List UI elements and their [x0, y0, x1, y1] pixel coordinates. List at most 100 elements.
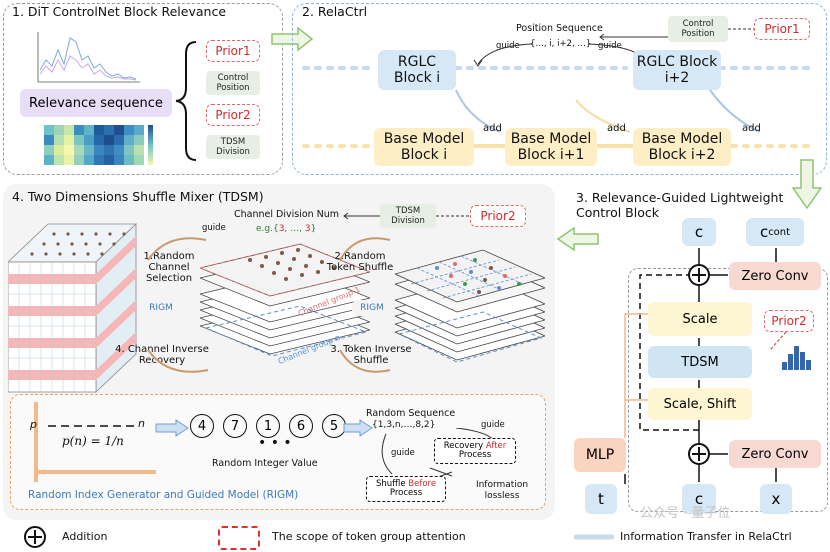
add-arrows [455, 89, 761, 133]
shuffle-before-box: Shuffle Before Process [366, 476, 446, 502]
panel3-title: 3. Relevance-Guided Lightweight Control … [576, 190, 784, 220]
tdsm-division-tag: TDSM Division [206, 135, 260, 159]
prior1-box: Prior1 [754, 18, 810, 40]
add-label-2: add [607, 123, 626, 134]
recovery-after-red: After [485, 441, 507, 451]
panel-relactrl [292, 3, 827, 175]
prior2-tdsm-box: Prior2 [470, 205, 526, 227]
c-input: c [682, 484, 716, 514]
arrow-panel3-to-4 [556, 226, 599, 252]
rigm-label-left: RIGM [141, 300, 181, 316]
step1-label: 1.Random Channel Selection [143, 251, 195, 284]
position-sequence-value: {…, i, i+2, …} [530, 39, 592, 49]
eg-prefix: e.g.{ [256, 224, 279, 234]
recovery-after-line2: Process [458, 450, 492, 460]
control-position-box: Control Position [668, 16, 728, 42]
guide-label-tdsm: guide [202, 223, 226, 233]
tdsm-box: TDSM [648, 346, 752, 378]
rigm-arrow-2 [343, 419, 373, 437]
token-shuffled-stack [395, 249, 545, 363]
channel-division-num: Channel Division Num [234, 209, 340, 220]
random-integers: 4 7 1 6 5 [190, 414, 346, 440]
relevance-sequence-box: Relevance sequence [20, 89, 172, 117]
tdsm-top-arrows [343, 212, 470, 220]
add-label-3: add [742, 123, 761, 134]
recovery-after-box: Recovery After Process [434, 438, 516, 464]
step4-label: 4. Channel Inverse Recovery [115, 344, 209, 366]
mlp-box: MLP [574, 438, 626, 472]
rglc-inner-frame [628, 268, 828, 512]
rigm-n: n [138, 417, 145, 430]
c-cont-label: c [759, 223, 769, 241]
c-cont-sub: cont [768, 226, 791, 238]
shuffle-before-line2: Process [389, 488, 423, 498]
x-input-label: x [771, 490, 781, 508]
random-sequence-label: Random Sequence [366, 408, 456, 419]
rigm-p: p [30, 418, 37, 431]
prior1-connector [728, 28, 754, 30]
c-output-label: c [694, 223, 704, 241]
prior2-tag: Prior2 [206, 104, 260, 126]
base-block-i: Base Model Block i [374, 128, 474, 166]
position-sequence-label: Position Sequence [516, 23, 603, 34]
scope-legend-icon [218, 526, 260, 550]
prior1-tag: Prior1 [206, 40, 260, 62]
panel1-title: 1. DiT ControlNet Block Relevance [12, 4, 227, 19]
shuffle-before-line1: Shuffle Before [376, 480, 436, 489]
watermark: 公众号 · 量子位 [640, 506, 731, 521]
eg-mid: , …, [284, 224, 305, 234]
integer-3: 1 [256, 414, 280, 438]
add-label-1: add [483, 123, 502, 134]
transfer-legend-icon [574, 534, 614, 540]
heatmap-colorbar [148, 125, 153, 165]
legend-scope: The scope of token group attention [272, 530, 466, 543]
eg-3a: 3 [278, 224, 285, 234]
guide-label-left: guide [496, 41, 520, 51]
eg-3b: 3 [304, 224, 311, 234]
integer-ellipsis: • • • [258, 435, 292, 451]
histogram-icon [782, 346, 811, 370]
integer-4: 6 [289, 414, 313, 438]
relevance-heatmap [44, 125, 144, 165]
rigm-plot [34, 402, 156, 482]
brace [175, 41, 197, 161]
step3-label: 3. Token Inverse Shuffle [330, 344, 412, 366]
zero-conv-bottom: Zero Conv [729, 440, 821, 468]
arrow-panel2-to-3 [791, 159, 823, 210]
random-integer-value: Random Integer Value [212, 458, 318, 469]
feature-cube [8, 223, 138, 393]
legend-transfer: Information Transfer in RelaCtrl [620, 530, 792, 543]
integer-1: 4 [190, 414, 214, 438]
rigm-guide-left: guide [391, 448, 415, 458]
panel2-title: 2. RelaCtrl [302, 4, 368, 19]
legend-addition: Addition [62, 530, 108, 543]
rigm-arrow-1 [155, 419, 189, 437]
control-position-tag: Control Position [206, 71, 260, 95]
step-curves [147, 237, 391, 373]
recovery-prefix: Recovery [443, 441, 486, 451]
scale-shift-box: Scale, Shift [648, 388, 752, 420]
c-output: c [682, 218, 716, 246]
t-input: t [585, 484, 617, 514]
shuffle-prefix: Shuffle [375, 479, 409, 489]
base-block-i1: Base Model Block i+1 [505, 128, 597, 166]
tdsm-division-box: TDSM Division [380, 204, 436, 228]
panel4-title: 4. Two Dimensions Shuffle Mixer (TDSM) [12, 189, 264, 204]
base-block-i2: Base Model Block i+2 [633, 128, 731, 166]
rigm-formula: p(n) = 1/n [62, 434, 124, 448]
channel-division-example: e.g.{3, …, 3} [256, 224, 316, 235]
shuffle-before-red: Before [408, 479, 437, 489]
rglc-flow-line [302, 66, 818, 70]
scale-box: Scale [648, 302, 752, 336]
relevance-line-chart [37, 32, 140, 83]
rglc-block-i: RGLC Block i [378, 50, 456, 90]
recovery-after-line1: Recovery After [444, 442, 507, 451]
channel-selected-stack [200, 243, 370, 357]
rigm-title: Random Index Generator and Guided Model … [28, 489, 299, 501]
integer-2: 7 [223, 414, 247, 438]
eg-suffix: } [310, 224, 317, 234]
addition-legend-icon [24, 526, 46, 548]
t-input-label: t [598, 490, 604, 508]
rglc-block-i2: RGLC Block i+2 [633, 50, 721, 90]
